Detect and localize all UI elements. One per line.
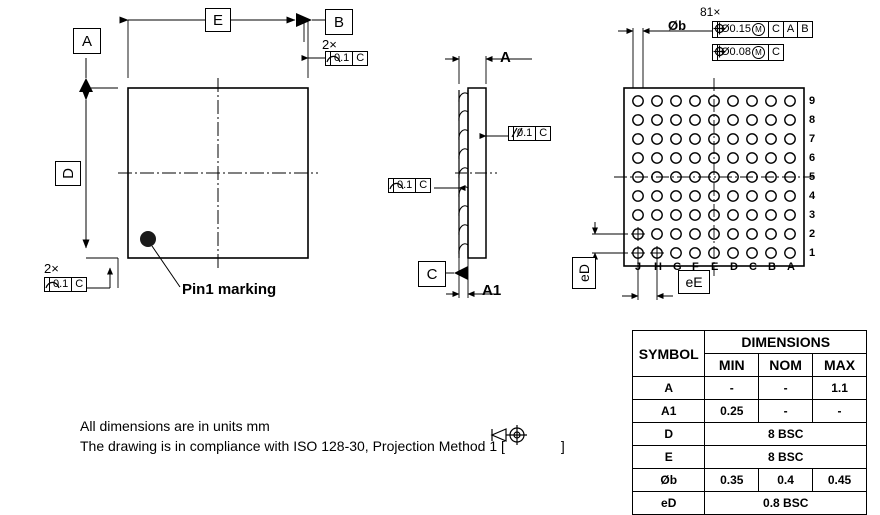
- table-cell-symbol: D: [631, 422, 706, 446]
- bga-row-label-8: 8: [809, 114, 816, 126]
- bga-row-label-4: 4: [809, 190, 816, 202]
- note-units: All dimensions are in units mm: [80, 418, 270, 434]
- ball-dia-label: Øb: [668, 18, 687, 33]
- side-dim-label-a: A: [500, 49, 511, 66]
- parallelism-tolerance: 0.1: [514, 127, 537, 140]
- table-header-dimensions: DIMENSIONS: [704, 330, 867, 354]
- datum-label-b: B: [325, 9, 353, 35]
- datum-label-a: A: [73, 28, 101, 54]
- table-cell-symbol: A: [631, 376, 706, 400]
- dim-label-d: D: [55, 161, 81, 186]
- bga-row-label-3: 3: [809, 209, 816, 221]
- dim-label-e: E: [205, 8, 231, 32]
- datum-label-c: C: [418, 261, 446, 287]
- side-profile-datum: C: [419, 179, 428, 191]
- table-cell-symbol: A1: [631, 399, 706, 423]
- flatness-top-frame: 0.1 C: [325, 51, 369, 66]
- table-cell-min: -: [704, 376, 760, 400]
- bga-col-label-A: A: [787, 261, 795, 273]
- flatness-top-datum: C: [356, 52, 365, 64]
- position-1-datum-c: C: [769, 22, 784, 37]
- side-profile-frame: 0.1 C: [388, 178, 432, 193]
- bga-col-label-E: E: [711, 261, 719, 273]
- parallelism-icon: [509, 127, 523, 140]
- bga-row-label-5: 5: [809, 171, 816, 183]
- position-icon: [713, 22, 726, 37]
- note-iso-text: The drawing is in compliance with ISO 12…: [80, 438, 505, 455]
- position-1-datum-a: A: [784, 22, 799, 37]
- pitch-label-ee: eE: [678, 270, 710, 294]
- flatness-top-tolerance: 0.1: [331, 52, 354, 65]
- table-cell-symbol: E: [631, 445, 706, 469]
- bga-col-label-F: F: [692, 261, 699, 273]
- pin1-marking-label: Pin1 marking: [182, 281, 277, 298]
- parallelism-frame: 0.1 C: [508, 126, 552, 141]
- flatness-bottom-frame: 0.1 C: [44, 277, 88, 292]
- bga-col-label-J: J: [635, 261, 642, 273]
- table-row: A--1.1: [631, 376, 867, 400]
- bga-col-label-B: B: [768, 261, 776, 273]
- parallelism-datum: C: [539, 127, 548, 139]
- mmc-modifier-icon: M: [751, 23, 765, 36]
- flatness-bottom-tolerance: 0.1: [50, 278, 73, 291]
- drawing-canvas: E B A D 2× 0.1 C 2× 0.1 C Pin1 marking A…: [44, 5, 867, 515]
- profile-of-surface-icon: [389, 179, 404, 192]
- drawing-geometry: [79, 13, 814, 445]
- table-cell-min: 0.25: [704, 399, 760, 423]
- bga-col-label-G: G: [673, 261, 682, 273]
- profile-of-surface-icon: [326, 52, 341, 65]
- bga-row-label-7: 7: [809, 133, 816, 145]
- table-header-symbol: SYMBOL: [631, 330, 706, 377]
- table-cell-symbol: Øb: [631, 468, 706, 492]
- flatness-top-multiplier: 2×: [322, 37, 337, 52]
- table-cell-nom: -: [758, 376, 814, 400]
- table-header-max: MAX: [812, 353, 867, 377]
- bga-col-label-D: D: [730, 261, 738, 273]
- table-header-nom: NOM: [758, 353, 814, 377]
- pitch-label-ed: eD: [572, 257, 596, 289]
- bga-col-label-H: H: [654, 261, 662, 273]
- table-cell-value: 8 BSC: [704, 445, 867, 469]
- side-profile-tolerance: 0.1: [394, 179, 417, 192]
- side-dim-label-a1: A1: [482, 282, 502, 299]
- bga-row-label-1: 1: [809, 247, 816, 259]
- position-1-datum-b: B: [801, 23, 809, 35]
- projection-method-symbol: [490, 425, 527, 445]
- flatness-bottom-datum: C: [75, 278, 84, 290]
- ball-count-label: 81×: [700, 5, 721, 19]
- note-iso: The drawing is in compliance with ISO 12…: [80, 436, 565, 456]
- bga-row-label-6: 6: [809, 152, 816, 164]
- table-header-min: MIN: [704, 353, 760, 377]
- table-cell-max: -: [812, 399, 867, 423]
- drawing-notes: All dimensions are in units mm The drawi…: [80, 416, 565, 457]
- table-cell-min: 0.35: [704, 468, 760, 492]
- position-2-datum-c: C: [771, 46, 780, 58]
- flatness-bottom-multiplier: 2×: [44, 261, 59, 276]
- bga-row-label-9: 9: [809, 95, 816, 107]
- mmc-modifier-icon: M: [751, 46, 765, 59]
- table-cell-max: 1.1: [812, 376, 867, 400]
- bga-row-label-2: 2: [809, 228, 816, 240]
- table-cell-value: 8 BSC: [704, 422, 867, 446]
- table-cell-nom: 0.4: [758, 468, 814, 492]
- note-iso-tail: ]: [560, 438, 565, 455]
- table-cell-nom: -: [758, 399, 814, 423]
- profile-of-surface-icon: [45, 278, 60, 291]
- table-cell-max: 0.45: [812, 468, 867, 492]
- position-icon: [713, 45, 726, 60]
- bga-col-label-C: C: [749, 261, 757, 273]
